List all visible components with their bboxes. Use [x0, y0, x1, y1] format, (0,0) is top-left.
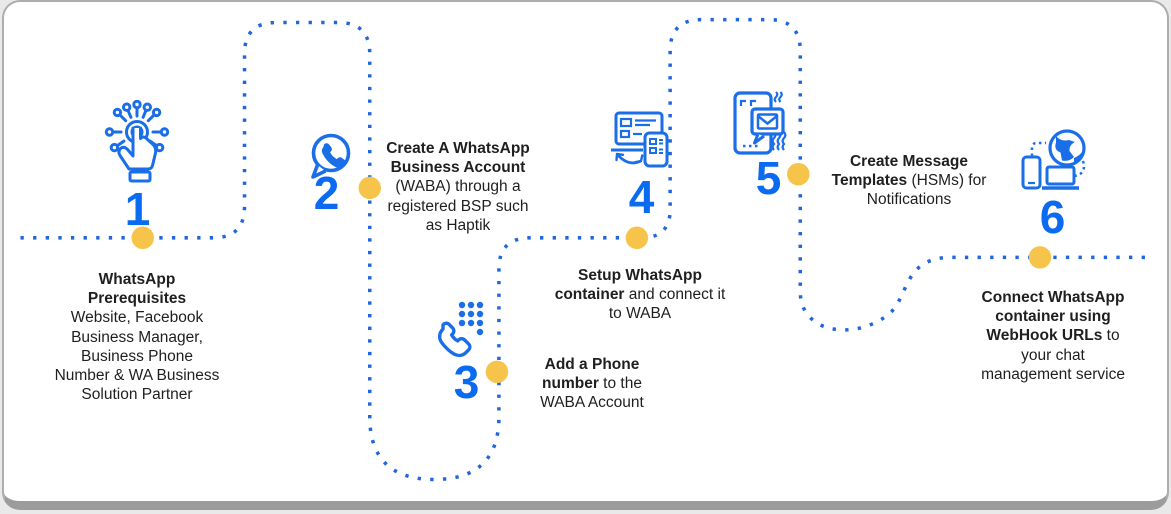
process-path	[20, 17, 1151, 482]
step-desc-4: and connect it to WABA	[608, 286, 726, 323]
path-milestone-dot-2	[358, 176, 382, 200]
touch-network-icon	[97, 100, 177, 188]
step-desc-6: to your chat management service	[981, 327, 1125, 383]
step-text-6: Connect WhatsApp container using WebHook…	[976, 288, 1130, 384]
step-title-3: Add a Phone number	[542, 356, 640, 393]
laptop-phone-sync-icon	[608, 108, 672, 170]
dotted-route-line	[20, 17, 1151, 482]
step-title-6: Connect WhatsApp container using WebHook…	[981, 289, 1125, 345]
step-title-4: Setup WhatsApp container	[554, 267, 702, 304]
step-desc-1: Website, Facebook Business Manager, Busi…	[54, 309, 220, 404]
path-milestone-dot-5	[787, 162, 810, 186]
step-number-1: 1	[124, 183, 151, 235]
step-text-4: Setup WhatsApp container and connect it …	[554, 266, 726, 324]
path-milestone-dot-4	[625, 226, 649, 250]
step-number-2: 2	[313, 167, 340, 219]
milestone-dots	[131, 162, 1052, 384]
step-title-2: Create A WhatsApp Business Account	[386, 140, 530, 177]
globe-devices-icon	[1018, 126, 1092, 200]
step-text-2: Create A WhatsApp Business Account (WABA…	[379, 139, 537, 235]
step-desc-5: (HSMs) for Notifications	[866, 172, 987, 209]
message-template-icon	[730, 88, 790, 162]
step-title-1: WhatsApp Prerequisites	[87, 271, 187, 308]
step-number-6: 6	[1039, 191, 1066, 243]
step-text-5: Create Message Templates (HSMs) for Noti…	[819, 152, 999, 210]
step-desc-2: (WABA) through a registered BSP such as …	[387, 178, 529, 234]
step-desc-3: to the WABA Account	[540, 375, 644, 412]
step-number-4: 4	[628, 171, 655, 223]
path-milestone-dot-3	[485, 360, 509, 384]
step-number-5: 5	[755, 152, 782, 204]
path-milestone-dot-1	[131, 226, 155, 250]
path-milestone-dot-6	[1028, 246, 1052, 269]
whatsapp-icon	[302, 128, 358, 184]
step-title-5: Create Message Templates	[831, 153, 969, 190]
step-number-3: 3	[453, 356, 480, 408]
step-text-3: Add a Phone number to the WABA Account	[522, 355, 662, 413]
step-text-1: WhatsApp Prerequisites Website, Facebook…	[54, 270, 220, 405]
phone-keypad-icon	[435, 296, 489, 362]
